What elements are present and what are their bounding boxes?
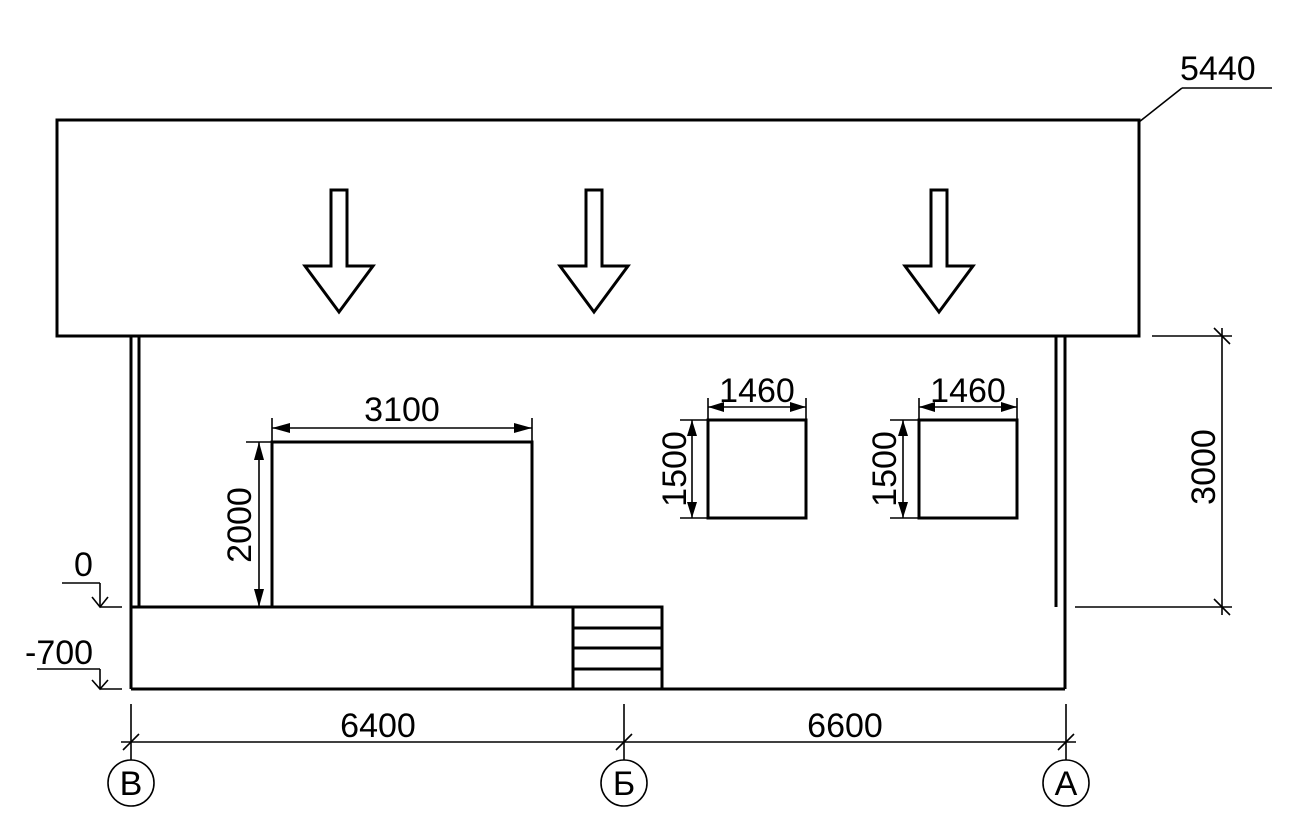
load-arrow-2 [557, 188, 631, 315]
axis-bubble-right [1042, 759, 1090, 807]
window-2-width-arrow-right [1001, 402, 1017, 412]
window-1 [706, 418, 808, 520]
door-height-label: 2000 [221, 487, 259, 563]
span-right-label: 6600 [807, 707, 883, 745]
level-base-mark: -700 [25, 634, 93, 672]
axis-label-middle: Б [613, 765, 635, 803]
door-height-arrow-top [254, 442, 264, 460]
window-1-height-arrow-top [687, 420, 697, 436]
window-1-width-arrow-left [708, 402, 724, 412]
window-2-width-label: 1460 [930, 372, 1006, 410]
window-2-width-arrow-left [919, 402, 935, 412]
window-1-width-arrow-right [790, 402, 806, 412]
door-width-label: 3100 [364, 391, 440, 429]
wall-height-label: 3000 [1185, 429, 1223, 505]
wall-height-tick-top [1213, 327, 1231, 345]
door-width-arrow-right [514, 423, 532, 433]
window-1-width-label: 1460 [719, 372, 795, 410]
level-zero-mark: 0 [74, 546, 93, 584]
load-arrow-1 [302, 188, 376, 315]
span-tick-left [122, 733, 140, 751]
axis-bubble-left [107, 759, 155, 807]
span-left-label: 6400 [340, 707, 416, 745]
span-tick-right [1057, 733, 1075, 751]
roof-height-mark: 5440 [1180, 50, 1256, 88]
span-tick-middle [615, 733, 633, 751]
window-2 [917, 418, 1019, 520]
window-1-height-label: 1500 [656, 431, 694, 507]
roof-panel [55, 118, 1141, 338]
axis-label-right: А [1055, 765, 1078, 803]
window-2-height-arrow-top [898, 420, 908, 436]
wall-height-tick-bottom [1213, 598, 1231, 616]
window-1-height-arrow-bottom [687, 502, 697, 518]
window-2-height-label: 1500 [866, 431, 904, 507]
roof-mark-leader [1138, 87, 1183, 123]
door [270, 440, 534, 609]
load-arrow-3 [902, 188, 976, 315]
door-height-arrow-bottom [254, 589, 264, 607]
axis-label-left: В [120, 765, 143, 803]
window-2-height-arrow-bottom [898, 502, 908, 518]
axis-bubble-middle [600, 759, 648, 807]
door-width-arrow-left [272, 423, 290, 433]
